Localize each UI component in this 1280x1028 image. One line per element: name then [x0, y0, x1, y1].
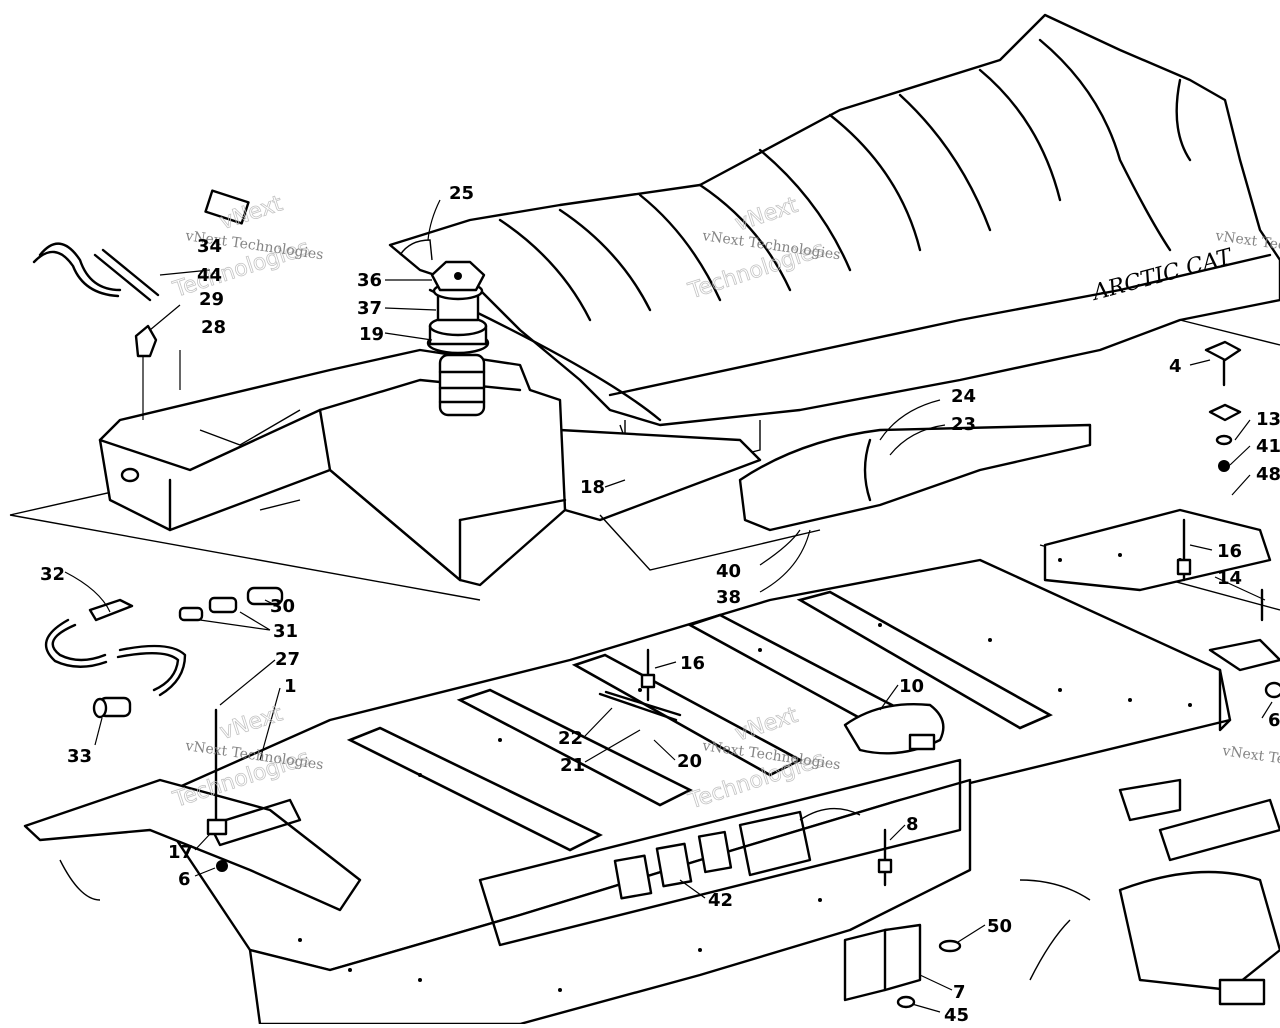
callout-41: 41 — [1256, 436, 1280, 457]
callout-24: 24 — [951, 386, 976, 407]
fuel-line-parts — [44, 586, 284, 719]
seat — [388, 13, 1280, 481]
callout-25: 25 — [449, 183, 474, 204]
callout-6: 6 — [178, 869, 191, 890]
watermark-line1: vNext — [217, 701, 286, 745]
callout-32: 32 — [40, 564, 65, 585]
callout-37: 37 — [357, 298, 382, 319]
callout-labels: 25 34 44 29 28 36 37 19 4 24 23 13 41 48… — [40, 183, 1280, 1026]
callout-48: 48 — [1256, 464, 1280, 485]
fuel-tank — [98, 348, 567, 587]
callout-36: 36 — [357, 270, 382, 291]
callout-31: 31 — [273, 621, 298, 642]
callout-30: 30 — [270, 596, 295, 617]
callout-22: 22 — [558, 728, 583, 749]
callout-27: 27 — [275, 649, 300, 670]
callout-34: 34 — [197, 236, 222, 257]
callout-13: 13 — [1256, 409, 1280, 430]
tunnel-chassis — [23, 508, 1280, 1026]
callout-38: 38 — [716, 587, 741, 608]
callout-44: 44 — [197, 265, 222, 286]
callout-20: 20 — [677, 751, 702, 772]
callout-16: 16 — [680, 653, 705, 674]
callout-14: 14 — [1217, 568, 1242, 589]
callout-1: 1 — [284, 676, 297, 697]
vent-hoses — [32, 189, 250, 420]
bolts — [206, 340, 1280, 1009]
callout-18: 18 — [580, 477, 605, 498]
callout-16: 16 — [1217, 541, 1242, 562]
callout-42: 42 — [708, 890, 733, 911]
callout-8: 8 — [906, 814, 919, 835]
callout-4: 4 — [1169, 356, 1182, 377]
callout-40: 40 — [716, 561, 741, 582]
callout-29: 29 — [199, 289, 224, 310]
callout-6: 6 — [1268, 710, 1280, 731]
callout-45: 45 — [944, 1005, 969, 1024]
callout-23: 23 — [951, 414, 976, 435]
seat-side-rail — [558, 423, 1092, 571]
callout-7: 7 — [953, 982, 966, 1003]
callout-19: 19 — [359, 324, 384, 345]
callout-17: 17 — [168, 842, 193, 863]
callout-33: 33 — [67, 746, 92, 767]
callout-21: 21 — [560, 755, 585, 776]
watermark-caption: vNext Technologies — [1220, 743, 1280, 778]
callout-28: 28 — [201, 317, 226, 338]
fuel-cap-assembly — [399, 239, 490, 355]
callout-50: 50 — [987, 916, 1012, 937]
callout-10: 10 — [899, 676, 924, 697]
leader-lines — [64, 199, 1273, 1013]
